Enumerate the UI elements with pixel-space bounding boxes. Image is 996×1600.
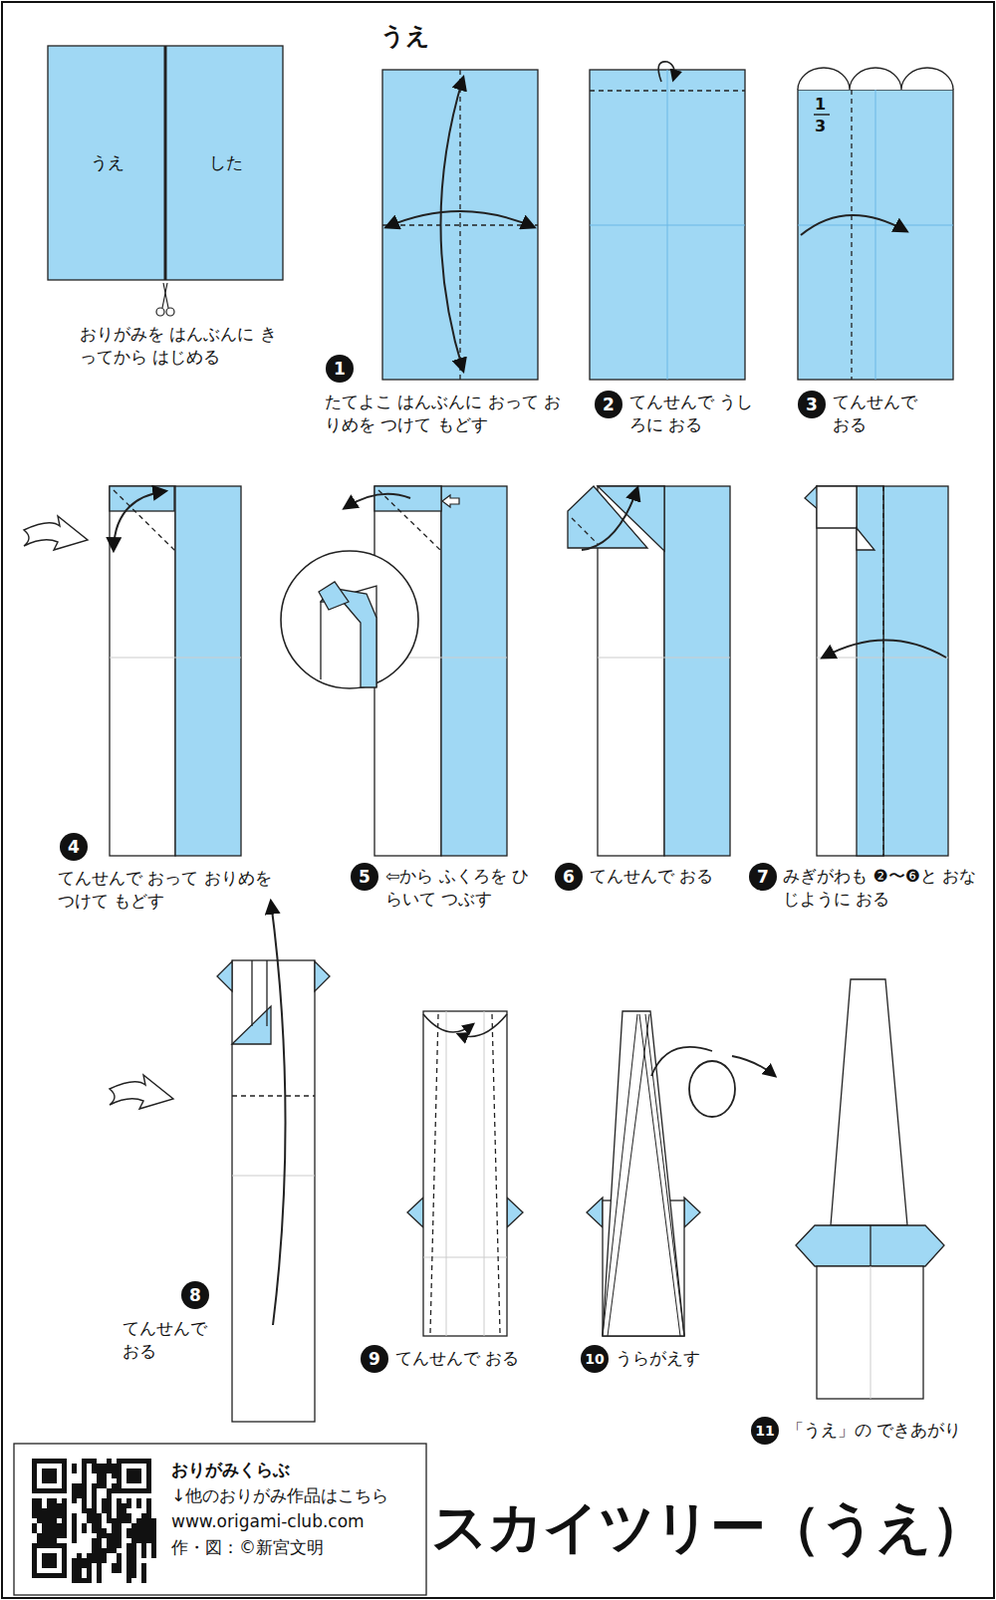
note: おりがみを はんぶんに きってから はじめる [79, 322, 284, 369]
step-text: ⇦から ふくろを ひらいて つぶす [385, 864, 545, 911]
step-text: うらがえす [615, 1346, 765, 1370]
url: www.origami-club.com [171, 1509, 365, 1533]
side-label: うえ [90, 151, 125, 175]
step-text: てんせんで おる [832, 390, 933, 437]
step-number: 7 [748, 862, 777, 891]
brand: おりがみくらぶ [171, 1458, 290, 1482]
step-text: てんせんで おる [395, 1346, 565, 1370]
step-number: 10 [580, 1344, 609, 1373]
step-number: 4 [59, 832, 88, 861]
fraction-part: 3 [814, 115, 826, 138]
step-text: てんせんで うしろに おる [629, 390, 757, 437]
side-label: した [209, 151, 244, 175]
step-number: 2 [594, 390, 623, 419]
step-number: 3 [797, 390, 826, 419]
step-text: 「うえ」の できあがり [786, 1418, 996, 1442]
step-text: みぎがわも ❷〜❻と おなじように おる [782, 864, 988, 911]
step-text: てんせんで おる [589, 864, 759, 888]
step-text: てんせんで おる [122, 1316, 223, 1363]
credit: 作・図：©新宮文明 [171, 1535, 324, 1559]
fraction-part: 1 [814, 93, 826, 116]
step-number: 11 [750, 1416, 779, 1445]
step-number: 6 [554, 862, 583, 891]
step-number: 1 [325, 354, 354, 383]
step-text: たてよこ はんぶんに おって おりめを つけて もどす [324, 390, 564, 437]
step-text: てんせんで おって おりめを つけて もどす [57, 866, 272, 913]
note: ↓他のおりがみ作品はこちら [171, 1484, 389, 1507]
step-number: 9 [360, 1344, 389, 1373]
header-label: うえ [380, 19, 431, 52]
title: スカイツリー（うえ） [431, 1490, 987, 1566]
step-number: 8 [181, 1280, 210, 1309]
step-number: 5 [350, 862, 379, 891]
